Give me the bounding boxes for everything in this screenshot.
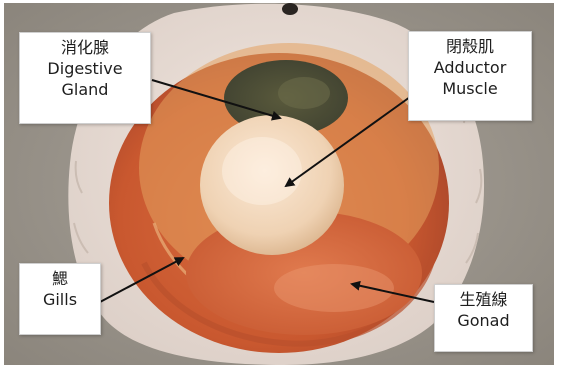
label-gonad-zh: 生殖線 [435, 289, 532, 310]
label-adductor-muscle-zh: 閉殼肌 [409, 36, 531, 57]
label-gills-line1: Gills [20, 289, 100, 310]
label-digestive-gland: 消化腺 Digestive Gland [19, 32, 151, 124]
arrow-gonad [352, 284, 434, 302]
label-gills-zh: 鰓 [20, 268, 100, 289]
label-adductor-muscle-line1: Adductor [409, 57, 531, 78]
label-gills: 鰓 Gills [19, 263, 101, 335]
arrow-digestive-gland [152, 80, 280, 118]
label-digestive-gland-line1: Digestive [20, 58, 150, 79]
label-adductor-muscle-line2: Muscle [409, 78, 531, 99]
arrow-gills [100, 258, 183, 302]
label-digestive-gland-zh: 消化腺 [20, 37, 150, 58]
label-digestive-gland-line2: Gland [20, 79, 150, 100]
label-gonad: 生殖線 Gonad [434, 284, 533, 352]
arrow-adductor-muscle [286, 97, 410, 186]
label-adductor-muscle: 閉殼肌 Adductor Muscle [408, 31, 532, 121]
label-gonad-line1: Gonad [435, 310, 532, 331]
